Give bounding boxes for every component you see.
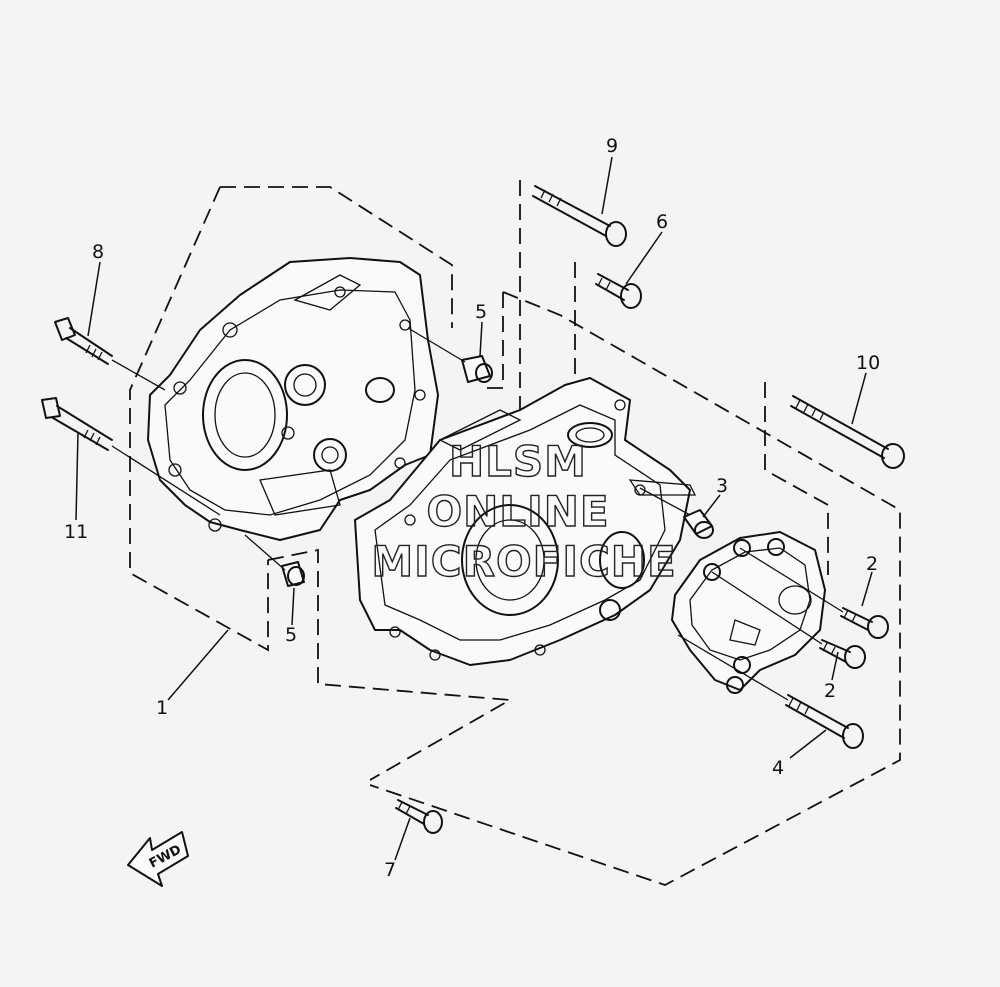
callout-11: 11 [64,521,88,543]
bolt-axis-lines [111,327,844,701]
forward-direction-arrow: FWD [127,831,189,887]
bolt-6 [595,273,642,309]
dowel-pin-5-upper [461,355,493,383]
crankcase-cover [671,531,826,694]
dowel-pin-3 [683,509,714,539]
watermark-line-3: MICROFICHE [371,537,676,586]
fasteners [41,185,905,834]
callout-5-upper: 5 [475,301,487,323]
bolt-2-upper [840,607,889,639]
assembly-dashed-outlines [129,180,901,886]
bolt-8 [54,317,113,365]
bolt-9 [532,185,627,247]
callout-labels: 8 11 9 6 10 3 5 5 2 2 4 7 1 [64,135,880,881]
callout-5-lower: 5 [285,624,297,646]
callout-4: 4 [772,757,784,779]
watermark-line-1: HLSM [449,437,587,486]
callout-8: 8 [92,241,104,263]
bolt-7 [395,799,443,834]
watermark: HLSM ONLINE MICROFICHE [371,436,677,586]
callout-3: 3 [716,475,728,497]
left-crankcase-half [147,257,439,541]
bolt-4 [785,694,864,749]
bolt-2-lower [819,639,866,669]
dowel-pin-5-lower [281,561,305,587]
bolt-10 [790,395,905,469]
callout-7: 7 [384,859,396,881]
callout-6: 6 [656,211,668,233]
watermark-line-2: ONLINE [426,487,609,536]
right-crankcase-half [354,377,697,666]
callout-9: 9 [606,135,618,157]
bolt-11 [41,397,113,451]
callout-leaders [75,156,873,861]
callout-1: 1 [156,697,168,719]
callout-2-upper: 2 [866,553,878,575]
callout-10: 10 [856,352,880,374]
callout-2-lower: 2 [824,680,836,702]
fwd-arrow-icon [127,831,189,887]
